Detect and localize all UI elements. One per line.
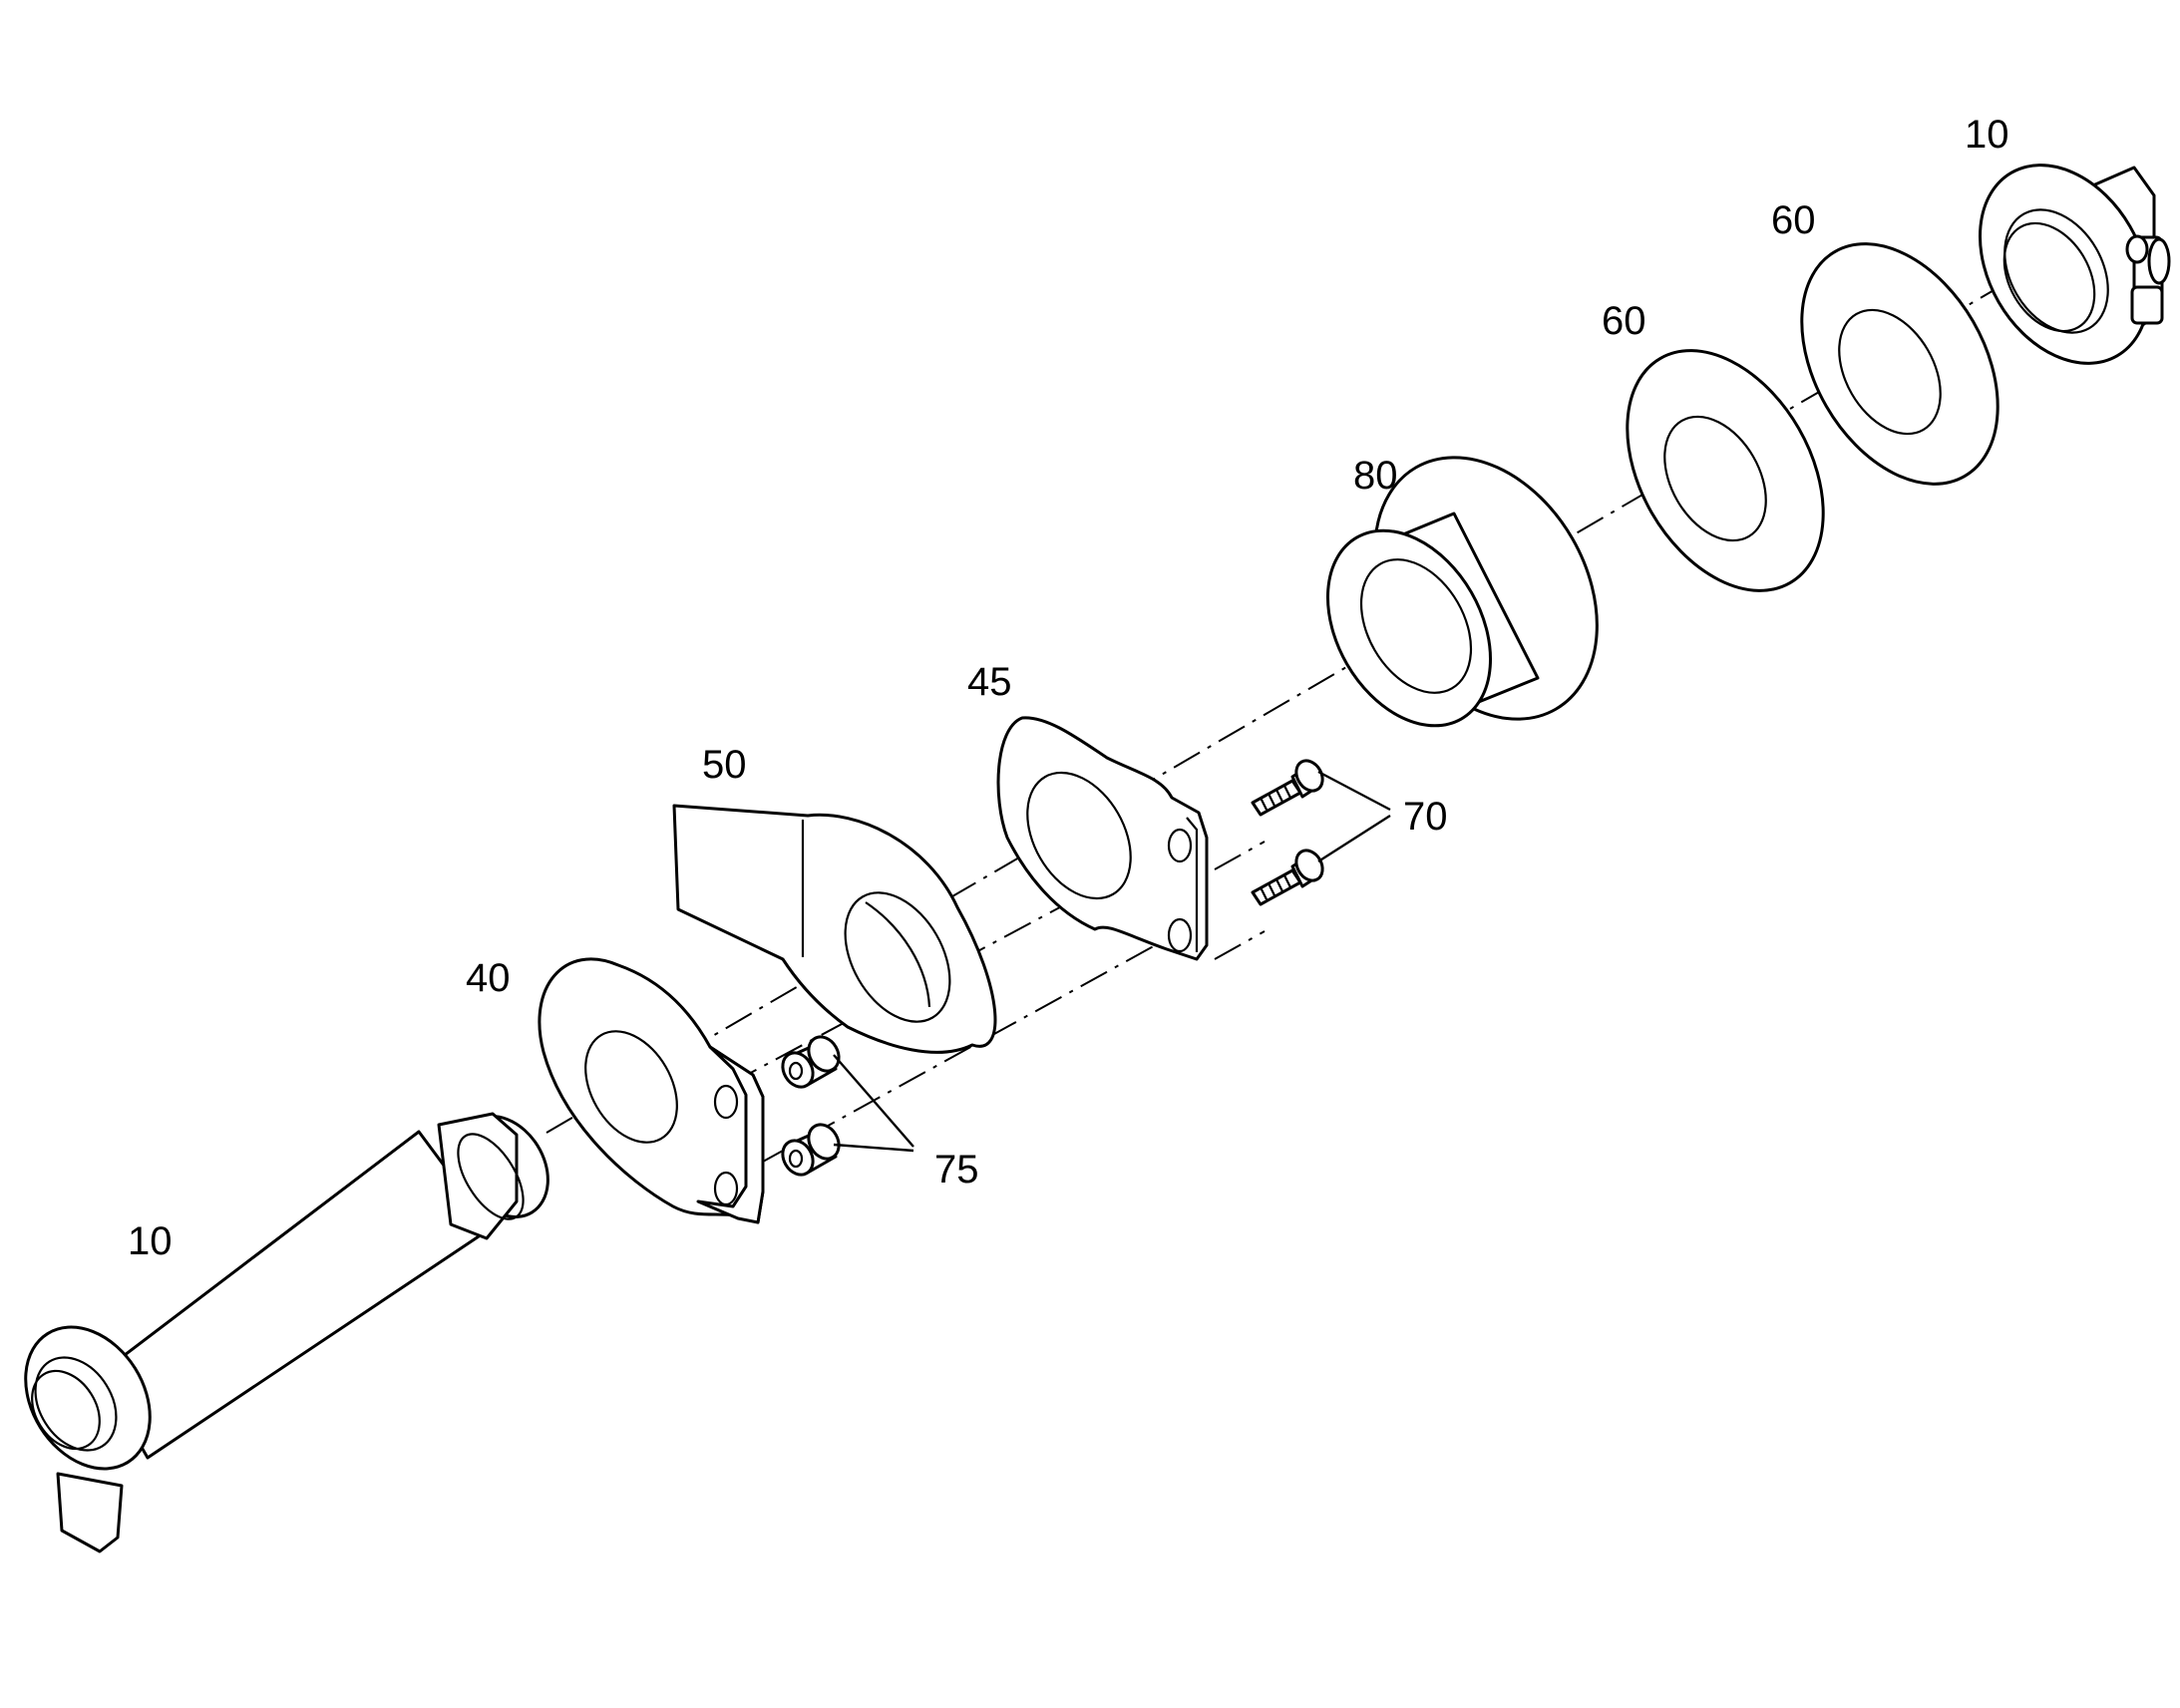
- screws-part-70: [1251, 759, 1324, 906]
- plate-part-45: [996, 716, 1209, 961]
- washer-part-60-a: [1626, 349, 1825, 592]
- leader-lines: [833, 770, 1391, 1153]
- clamp-collar-part-10: [1978, 164, 2171, 365]
- callout-50: 50: [702, 743, 747, 787]
- callout-labels: 10 10 40 45 50 60 60 70 75 80: [128, 113, 2009, 1263]
- callout-80: 80: [1353, 454, 1398, 498]
- callout-45: 45: [967, 660, 1012, 704]
- pin-part-10: [24, 1112, 549, 1553]
- callout-60-a: 60: [1602, 299, 1646, 343]
- callout-75: 75: [934, 1148, 979, 1192]
- washer-part-60-b: [1800, 242, 1999, 486]
- bushing-part-80: [1325, 456, 1599, 728]
- sleeves-part-75: [781, 1035, 841, 1177]
- axis-lines: [545, 270, 2027, 1163]
- washer-plate-part-40: [538, 957, 765, 1224]
- callout-60-b: 60: [1771, 198, 1816, 242]
- callout-10-clamp: 10: [1965, 113, 2009, 157]
- callout-40: 40: [466, 956, 511, 1000]
- bracket-part-50: [672, 804, 997, 1054]
- callout-70: 70: [1403, 795, 1448, 839]
- callout-10-pin: 10: [128, 1219, 173, 1263]
